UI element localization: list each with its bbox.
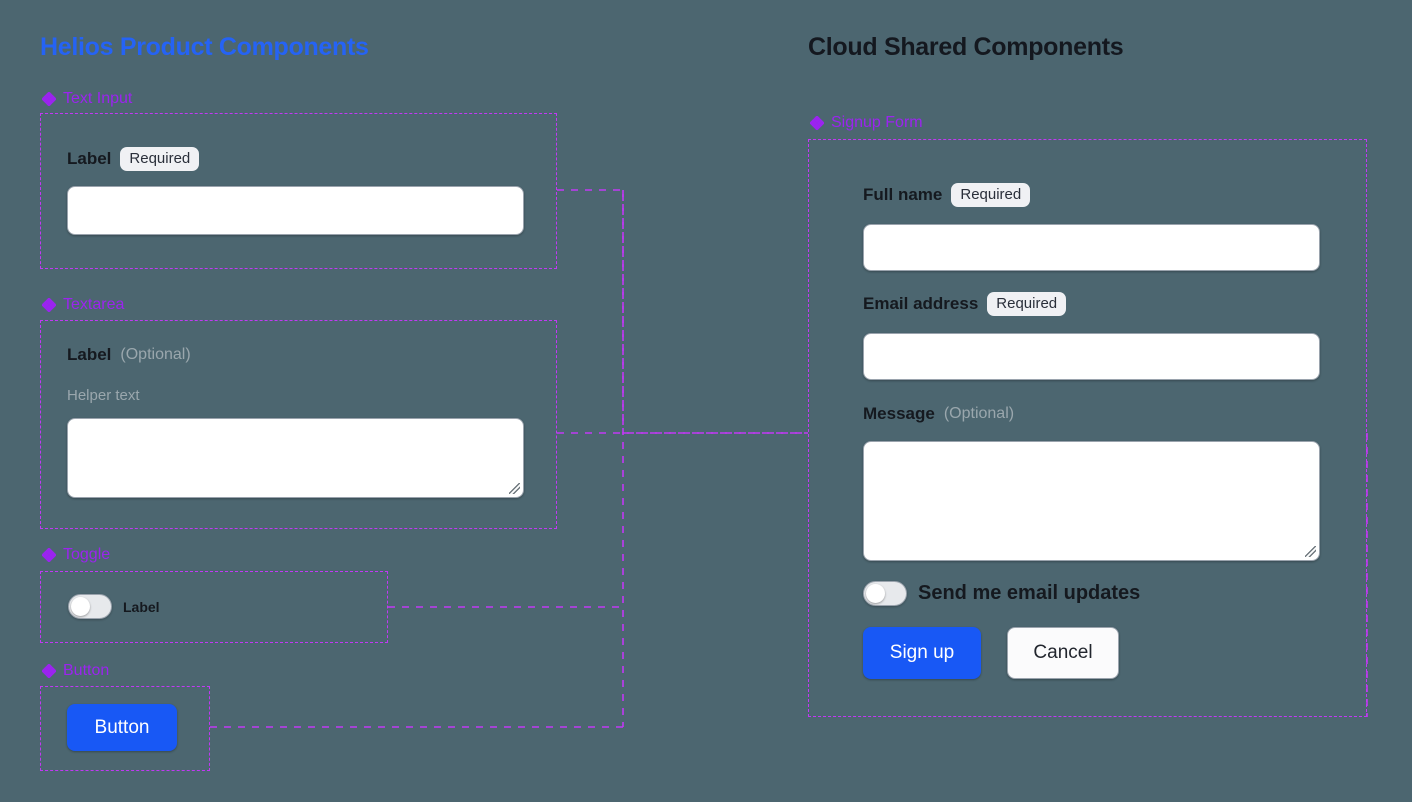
- message-textarea[interactable]: [863, 441, 1320, 561]
- email-updates-toggle[interactable]: [863, 581, 907, 606]
- toggle-row[interactable]: Label: [68, 594, 160, 619]
- section-label-toggle: Toggle: [42, 546, 110, 564]
- full-name-label-row: Full name Required: [863, 183, 1031, 208]
- required-badge: Required: [951, 183, 1031, 208]
- section-label-text: Text Input: [63, 90, 133, 107]
- component-bounds-text-input: [40, 113, 557, 269]
- toggle-knob: [71, 597, 90, 616]
- email-input[interactable]: [863, 333, 1320, 380]
- demo-button[interactable]: Button: [67, 704, 177, 751]
- section-label-button: Button: [42, 662, 109, 680]
- text-input-label: Label: [67, 149, 112, 169]
- component-bounds-toggle: [40, 571, 388, 643]
- sign-up-button[interactable]: Sign up: [863, 627, 981, 679]
- text-input-label-row: Label Required: [67, 147, 200, 172]
- diamond-cluster-icon: [42, 298, 56, 312]
- diamond-cluster-icon: [42, 664, 56, 678]
- textarea-optional-tag: (Optional): [120, 346, 191, 363]
- diamond-cluster-icon: [810, 116, 824, 130]
- email-updates-label: Send me email updates: [918, 582, 1141, 604]
- component-bounds-textarea: [40, 320, 557, 529]
- toggle-switch[interactable]: [68, 594, 112, 619]
- section-label-signup-form: Signup Form: [810, 114, 923, 132]
- email-updates-toggle-row[interactable]: Send me email updates: [863, 581, 1140, 606]
- email-label: Email address: [863, 294, 979, 314]
- right-column-title: Cloud Shared Components: [808, 33, 1124, 61]
- textarea-helper-text: Helper text: [67, 387, 140, 404]
- required-badge: Required: [987, 292, 1067, 317]
- cancel-button[interactable]: Cancel: [1007, 627, 1119, 679]
- toggle-label: Label: [123, 598, 160, 615]
- component-bounds-button: [40, 686, 210, 771]
- toggle-knob: [866, 584, 885, 603]
- left-column-title: Helios Product Components: [40, 33, 369, 61]
- full-name-label: Full name: [863, 185, 943, 205]
- textarea-field[interactable]: [67, 418, 524, 498]
- required-badge: Required: [120, 147, 200, 172]
- diamond-cluster-icon: [42, 92, 56, 106]
- section-label-text: Button: [63, 662, 110, 679]
- email-label-row: Email address Required: [863, 292, 1067, 317]
- section-label-textarea: Textarea: [42, 296, 124, 314]
- section-label-text: Toggle: [63, 546, 111, 563]
- section-label-text-input: Text Input: [42, 90, 132, 108]
- section-label-text: Textarea: [63, 296, 125, 313]
- message-optional-tag: (Optional): [943, 405, 1015, 422]
- message-label-row: Message (Optional): [863, 404, 1014, 424]
- diamond-cluster-icon: [42, 548, 56, 562]
- component-bounds-signup-form: [808, 139, 1367, 717]
- text-input-field[interactable]: [67, 186, 524, 235]
- section-label-text: Signup Form: [831, 114, 923, 131]
- textarea-label: Label: [67, 345, 112, 364]
- full-name-input[interactable]: [863, 224, 1320, 271]
- message-label: Message: [863, 404, 935, 423]
- textarea-label-row: Label (Optional): [67, 345, 191, 365]
